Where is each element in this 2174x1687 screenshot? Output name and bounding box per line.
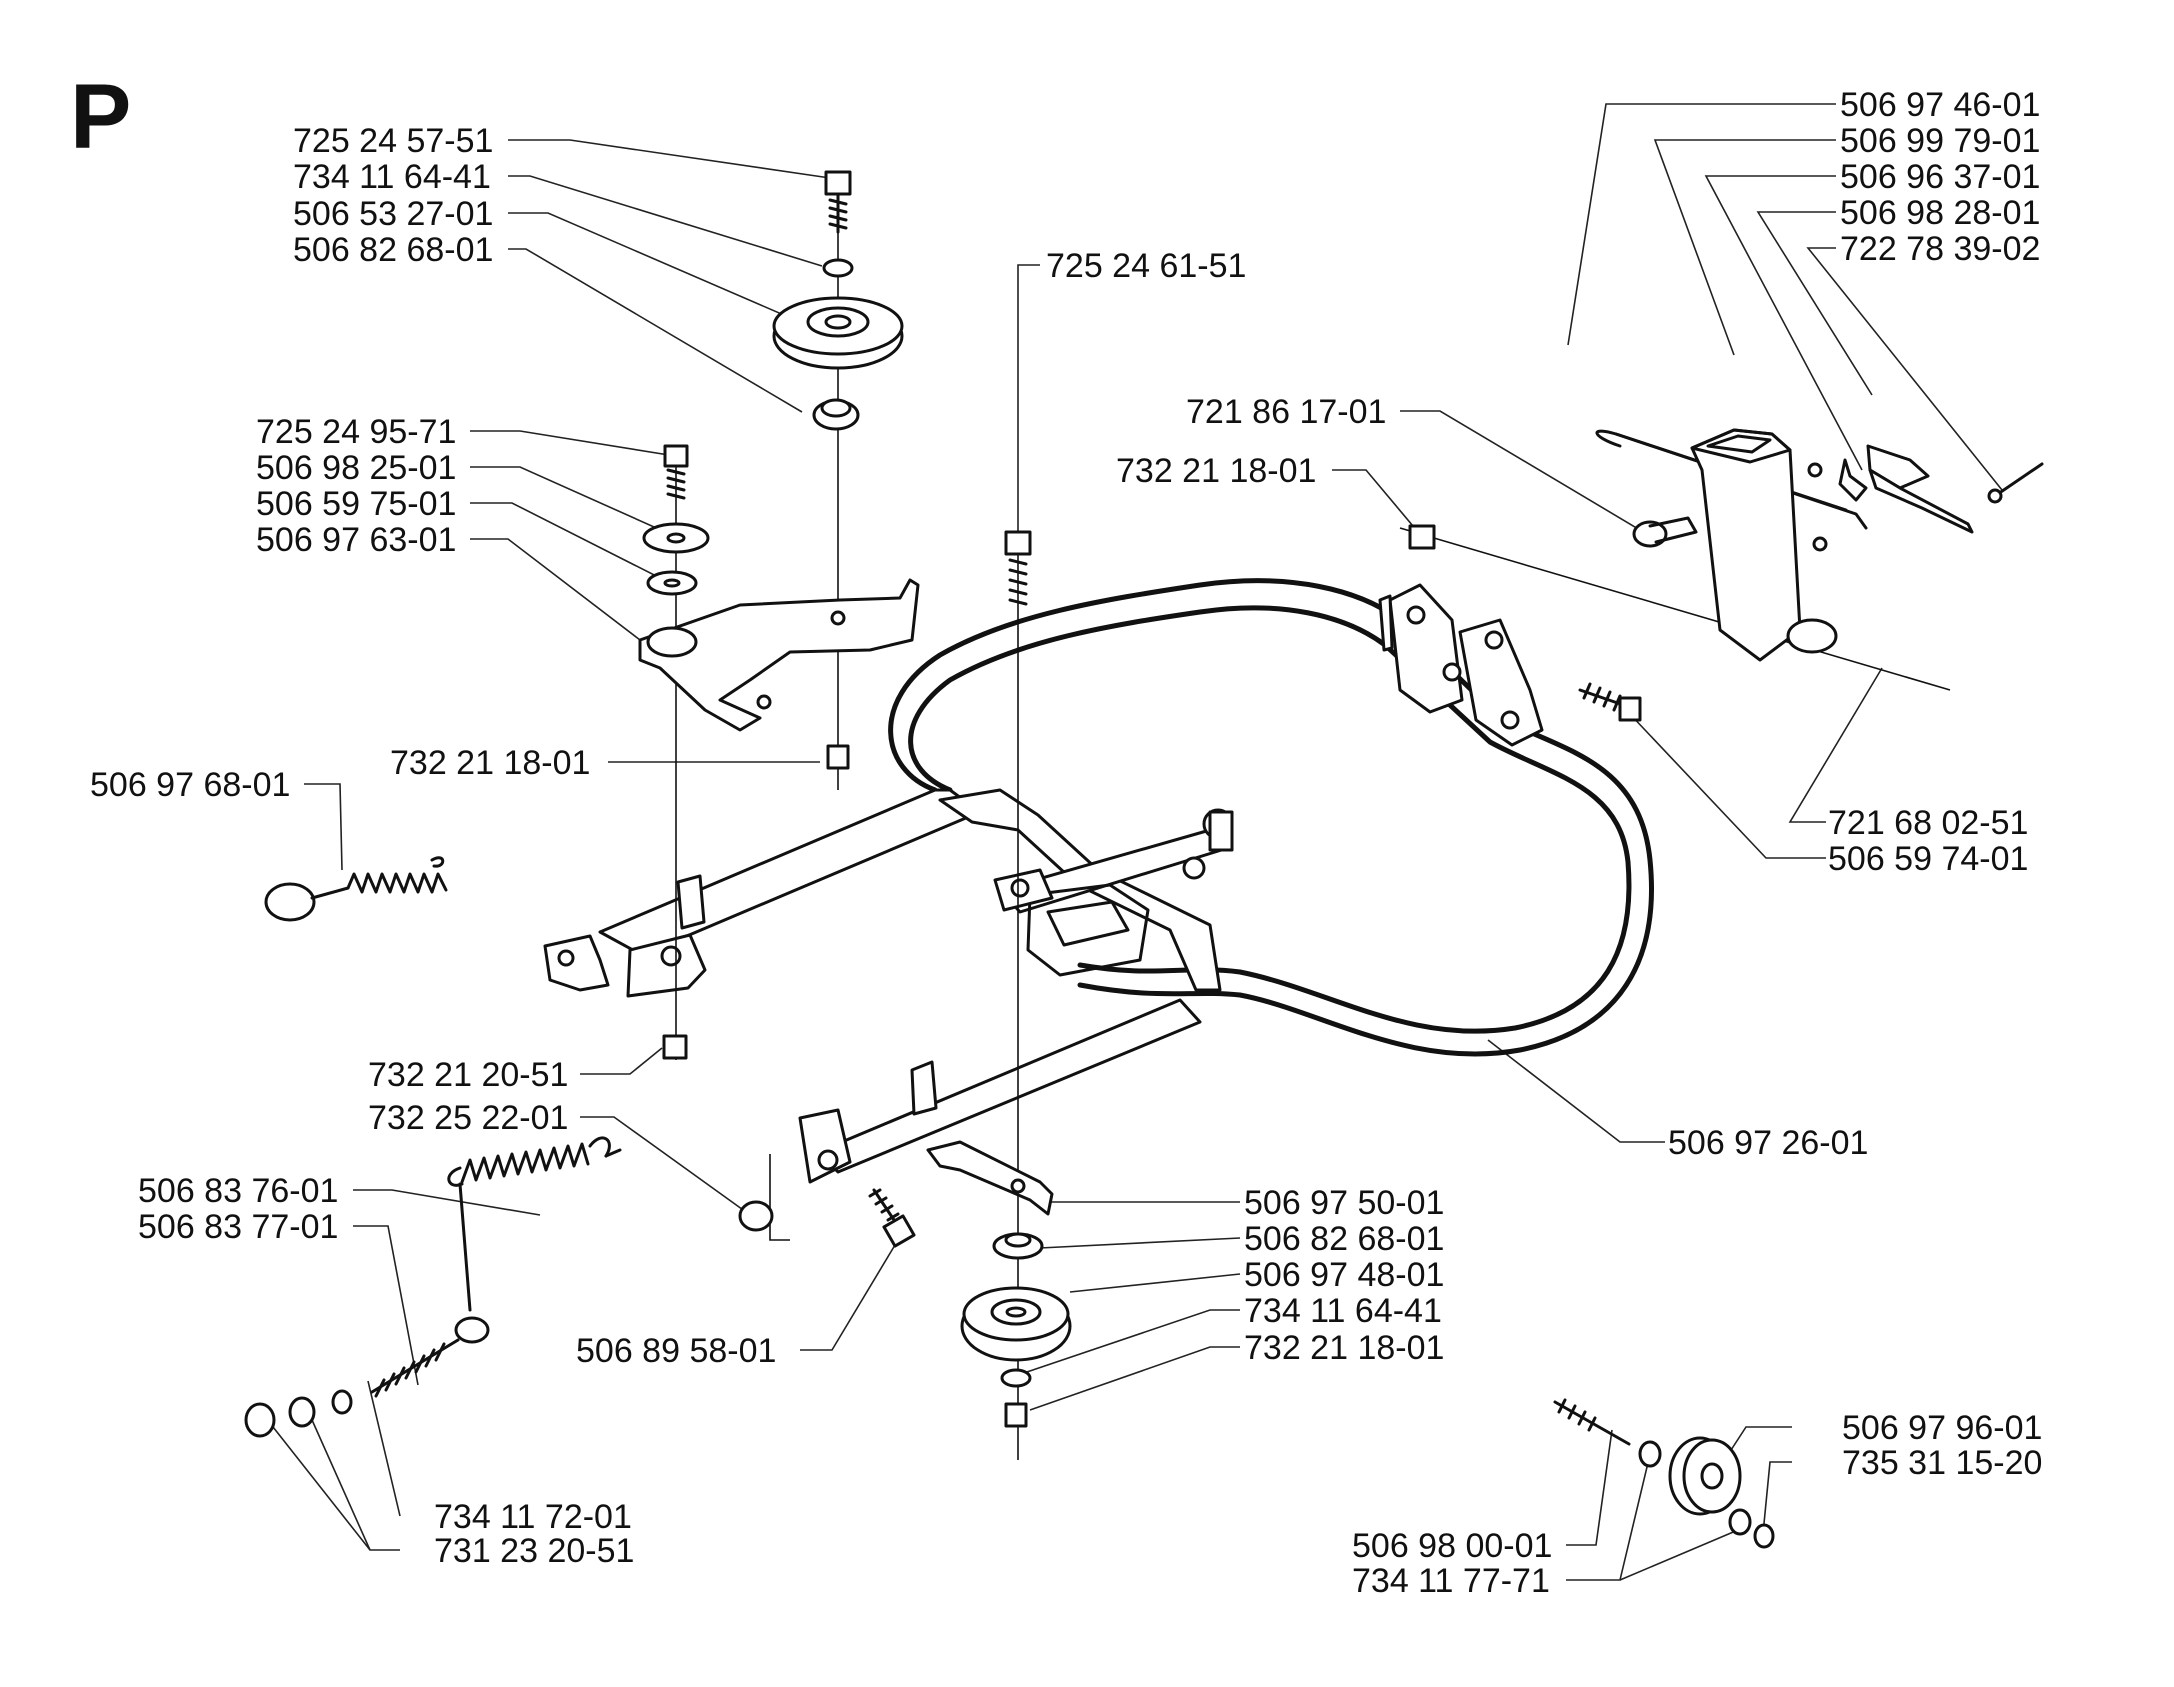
label-734-11-64-41-lower: 734 11 64-41 [1244, 1292, 1442, 1330]
left-bracket-assembly [638, 444, 920, 1060]
label-506-98-00-01: 506 98 00-01 [1352, 1527, 1552, 1565]
label-506-53-27-01: 506 53 27-01 [293, 195, 493, 233]
label-721-86-17-01: 721 86 17-01 [1186, 393, 1386, 431]
right-side-parts [1399, 524, 1951, 722]
label-506-97-96-01: 506 97 96-01 [1842, 1409, 2042, 1447]
label-506-83-76-01: 506 83 76-01 [138, 1172, 338, 1210]
label-725-24-61-51: 725 24 61-51 [1046, 247, 1246, 285]
wheel-assembly [1553, 1398, 1775, 1549]
label-725-24-57-51: 725 24 57-51 [293, 122, 493, 160]
label-506-98-25-01: 506 98 25-01 [256, 449, 456, 487]
top-right-assembly [1595, 428, 2044, 662]
label-732-21-18-01-right: 732 21 18-01 [1116, 452, 1316, 490]
label-732-21-18-01-left: 732 21 18-01 [390, 744, 590, 782]
label-721-68-02-51: 721 68 02-51 [1828, 804, 2028, 842]
label-506-82-68-01-lower: 506 82 68-01 [1244, 1220, 1444, 1258]
label-734-11-77-71: 734 11 77-71 [1352, 1562, 1550, 1600]
label-732-25-22-01: 732 25 22-01 [368, 1099, 568, 1137]
label-506-97-48-01: 506 97 48-01 [1244, 1256, 1444, 1294]
part-number-labels: 725 24 57-51 734 11 64-41 506 53 27-01 5… [90, 86, 2042, 1600]
label-734-11-64-41: 734 11 64-41 [293, 158, 491, 196]
rear-bolts [738, 1154, 916, 1248]
label-506-97-26-01: 506 97 26-01 [1668, 1124, 1868, 1162]
section-letter: P [70, 66, 131, 168]
spring-hook [264, 856, 448, 922]
tension-spring-rod [244, 1136, 622, 1438]
label-735-31-15-20: 735 31 15-20 [1842, 1444, 2042, 1482]
label-506-89-58-01: 506 89 58-01 [576, 1332, 776, 1370]
label-732-21-18-01-lower: 732 21 18-01 [1244, 1329, 1444, 1367]
label-722-78-39-02: 722 78 39-02 [1840, 230, 2040, 268]
label-734-11-72-01: 734 11 72-01 [434, 1498, 632, 1536]
label-506-98-28-01: 506 98 28-01 [1840, 194, 2040, 232]
label-506-59-74-01: 506 59 74-01 [1828, 840, 2028, 878]
label-506-96-37-01: 506 96 37-01 [1840, 158, 2040, 196]
label-506-82-68-01: 506 82 68-01 [293, 231, 493, 269]
main-frame [543, 578, 1654, 1184]
label-506-59-75-01: 506 59 75-01 [256, 485, 456, 523]
leader-lines [261, 103, 2003, 1581]
label-506-97-68-01: 506 97 68-01 [90, 766, 290, 804]
label-725-24-95-71: 725 24 95-71 [256, 413, 456, 451]
label-506-99-79-01: 506 99 79-01 [1840, 122, 2040, 160]
label-506-97-63-01: 506 97 63-01 [256, 521, 456, 559]
top-pulley-assembly [772, 170, 904, 790]
label-506-97-46-01: 506 97 46-01 [1840, 86, 2040, 124]
lower-pulley-assembly [926, 530, 1072, 1460]
label-732-21-20-51: 732 21 20-51 [368, 1056, 568, 1094]
label-731-23-20-51: 731 23 20-51 [434, 1532, 634, 1570]
label-506-83-77-01: 506 83 77-01 [138, 1208, 338, 1246]
label-506-97-50-01: 506 97 50-01 [1244, 1184, 1444, 1222]
